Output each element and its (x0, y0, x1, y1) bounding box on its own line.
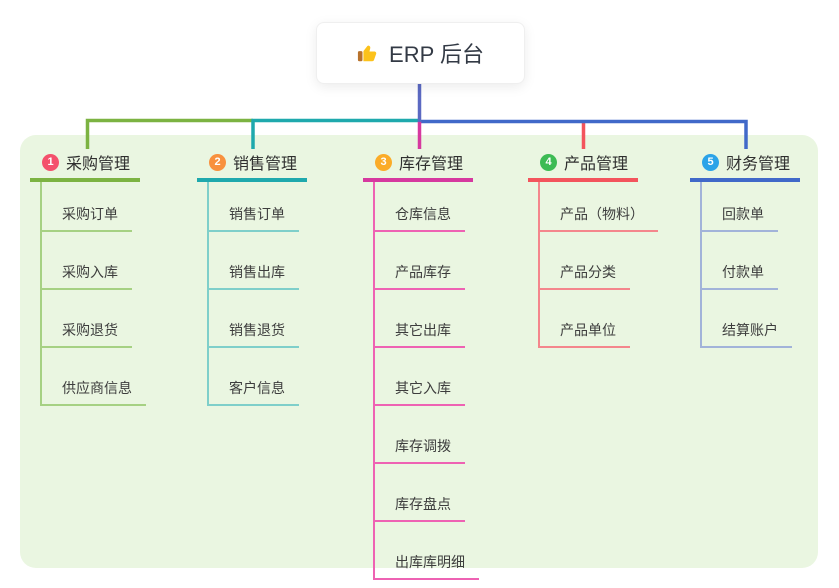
root-node-label: ERP 后台 (389, 42, 484, 67)
branch-title[interactable]: 1 采购管理 (30, 150, 141, 182)
child-node[interactable]: 仓库信息 (375, 182, 465, 232)
branch-title[interactable]: 3 库存管理 (363, 150, 474, 182)
branch-children: 销售订单销售出库销售退货客户信息 (207, 182, 299, 406)
branch-finance-management: 5 财务管理 回款单付款单结算账户 (690, 150, 801, 348)
branch-number-badge: 5 (702, 153, 719, 171)
branch-number-badge: 2 (209, 153, 226, 171)
branch-title[interactable]: 4 产品管理 (528, 150, 639, 182)
child-node[interactable]: 回款单 (702, 182, 778, 232)
branch-inventory-management: 3 库存管理 仓库信息产品库存其它出库其它入库库存调拨库存盘点出库库明细 (363, 150, 479, 580)
mindmap-background (20, 135, 818, 568)
child-node[interactable]: 结算账户 (702, 290, 792, 348)
child-node[interactable]: 采购订单 (42, 182, 132, 232)
branch-number-badge: 4 (540, 153, 557, 171)
child-node[interactable]: 客户信息 (209, 348, 299, 406)
branch-title-label: 库存管理 (399, 156, 464, 173)
branch-title-label: 产品管理 (564, 156, 629, 173)
child-node[interactable]: 付款单 (702, 232, 778, 290)
child-node[interactable]: 产品单位 (540, 290, 630, 348)
root-node[interactable]: ERP 后台 (316, 22, 525, 84)
child-node[interactable]: 产品分类 (540, 232, 630, 290)
child-node[interactable]: 供应商信息 (42, 348, 146, 406)
branch-title-label: 采购管理 (66, 156, 131, 173)
branch-purchase-management: 1 采购管理 采购订单采购入库采购退货供应商信息 (30, 150, 146, 406)
thumbs-up-icon (357, 45, 377, 62)
child-node[interactable]: 其它出库 (375, 290, 465, 348)
branch-number-badge: 3 (375, 153, 392, 171)
child-node[interactable]: 销售退货 (209, 290, 299, 348)
child-node[interactable]: 库存盘点 (375, 464, 465, 522)
branch-title-label: 财务管理 (726, 156, 791, 173)
branch-sales-management: 2 销售管理 销售订单销售出库销售退货客户信息 (197, 150, 308, 406)
child-node[interactable]: 采购退货 (42, 290, 132, 348)
child-node[interactable]: 产品库存 (375, 232, 465, 290)
branch-children: 仓库信息产品库存其它出库其它入库库存调拨库存盘点出库库明细 (373, 182, 479, 580)
child-node[interactable]: 采购入库 (42, 232, 132, 290)
child-node[interactable]: 库存调拨 (375, 406, 465, 464)
child-node[interactable]: 其它入库 (375, 348, 465, 406)
branch-children: 采购订单采购入库采购退货供应商信息 (40, 182, 146, 406)
branch-title[interactable]: 5 财务管理 (690, 150, 801, 182)
child-node[interactable]: 出库库明细 (375, 522, 479, 580)
branch-title[interactable]: 2 销售管理 (197, 150, 308, 182)
branch-number-badge: 1 (42, 153, 59, 171)
branch-product-management: 4 产品管理 产品（物料）产品分类产品单位 (528, 150, 658, 348)
branch-children: 回款单付款单结算账户 (700, 182, 792, 348)
child-node[interactable]: 产品（物料） (540, 182, 658, 232)
child-node[interactable]: 销售订单 (209, 182, 299, 232)
branch-children: 产品（物料）产品分类产品单位 (538, 182, 658, 348)
branch-title-label: 销售管理 (233, 156, 298, 173)
child-node[interactable]: 销售出库 (209, 232, 299, 290)
